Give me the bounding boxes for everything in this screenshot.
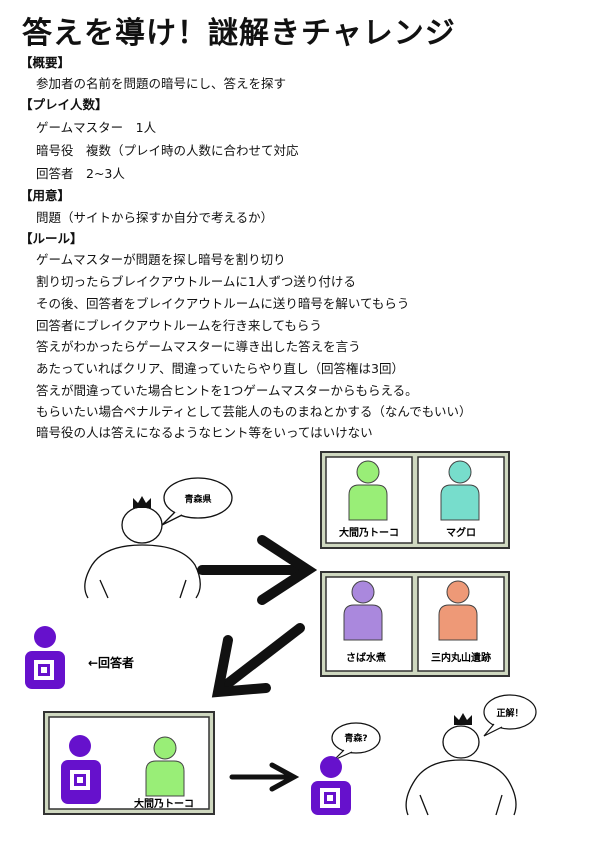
room-person: マグロ bbox=[440, 460, 480, 539]
game-master-figure bbox=[84, 506, 201, 599]
room-label: マグロ bbox=[446, 526, 476, 539]
overview-text: 参加者の名前を問題の暗号にし、答えを探す bbox=[36, 76, 287, 91]
rules-heading: 【ルール】 bbox=[20, 231, 83, 246]
arrow-down-left-icon bbox=[211, 623, 305, 698]
flow-diagram: 青森県 大間乃トーコ マグロ さば水煮 三内丸山遺跡 bbox=[25, 451, 537, 816]
players-heading: 【プレイ人数】 bbox=[20, 97, 108, 112]
speech-bubble: 青森県 bbox=[161, 477, 233, 526]
room-label: 三内丸山遺跡 bbox=[431, 651, 491, 664]
rule-line: ゲームマスターが問題を探し暗号を割り切り bbox=[36, 252, 286, 267]
page-title: 答えを導け！謎解きチャレンジ bbox=[22, 16, 456, 51]
arrow-right-icon bbox=[229, 762, 300, 792]
room-person: 三内丸山遺跡 bbox=[431, 580, 491, 664]
rule-line: 回答者にブレイクアウトルームを行き来してもらう bbox=[36, 318, 322, 333]
room-label: 大間乃トーコ bbox=[134, 797, 194, 810]
overview-heading: 【概要】 bbox=[20, 55, 71, 70]
gm-bubble-text: 青森県 bbox=[184, 493, 211, 505]
players-line: 暗号役 複数（プレイ時の人数に合わせて対応 bbox=[36, 143, 299, 158]
players-line: 回答者 2~3人 bbox=[36, 166, 125, 181]
players-line: ゲームマスター 1人 bbox=[36, 120, 157, 135]
speech-bubble: 青森? bbox=[331, 722, 381, 761]
rule-line: もらいたい場合ペナルティとして芸能人のものまねとかする（なんでもいい） bbox=[36, 404, 472, 419]
room-label: さば水煮 bbox=[346, 651, 386, 664]
rule-line: 割り切ったらブレイクアウトルームに1人ずつ送り付ける bbox=[36, 274, 356, 289]
prep-heading: 【用意】 bbox=[20, 188, 71, 203]
crown-icon bbox=[454, 713, 472, 725]
room-label: 大間乃トーコ bbox=[339, 526, 399, 539]
rule-line: 答えがわかったらゲームマスターに導き出した答えを言う bbox=[36, 339, 361, 354]
answer-bubble-text: 青森? bbox=[344, 732, 367, 744]
speech-bubble: 正解！ bbox=[483, 694, 537, 737]
prep-text: 問題（サイトから探すか自分で考えるか） bbox=[36, 210, 274, 225]
gm-reply-text: 正解！ bbox=[496, 707, 523, 719]
rule-line: 答えが間違っていた場合ヒントを1つゲームマスターからもらえる。 bbox=[36, 383, 418, 398]
rule-line: その後、回答者をブレイクアウトルームに送り暗号を解いてもらう bbox=[36, 296, 410, 311]
answerer-figure bbox=[25, 626, 65, 689]
rule-line: あたっていればクリア、間違っていたらやり直し（回答権は3回） bbox=[36, 361, 404, 376]
arrow-right-icon bbox=[197, 535, 318, 605]
rule-line: 暗号役の人は答えになるようなヒント等をいってはいけない bbox=[36, 425, 373, 440]
room-person bbox=[145, 736, 185, 797]
room-person: さば水煮 bbox=[343, 580, 386, 664]
answerer-figure bbox=[311, 756, 351, 815]
answerer-figure bbox=[61, 735, 101, 804]
crown-icon bbox=[133, 496, 151, 508]
answerer-label: ←回答者 bbox=[88, 655, 134, 670]
room-person: 大間乃トーコ bbox=[339, 460, 399, 539]
game-master-figure bbox=[405, 725, 517, 816]
